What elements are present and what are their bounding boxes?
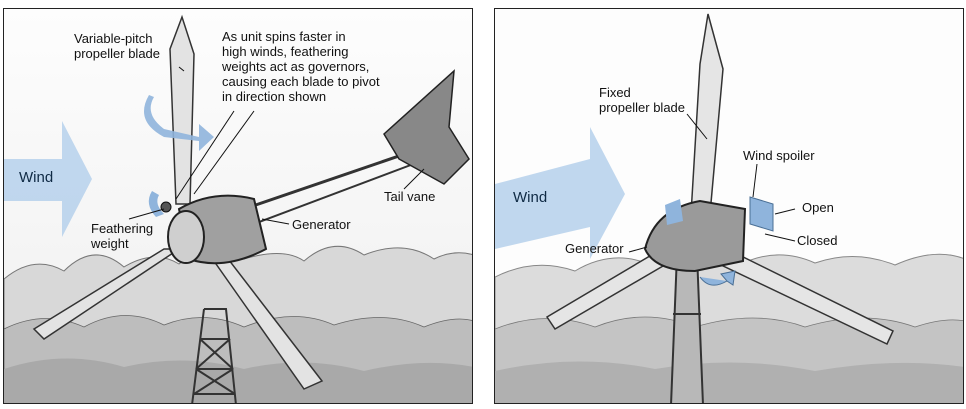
wind-spoiler-closed [665, 199, 683, 225]
feathering-weight-label: Feathering weight [91, 221, 154, 251]
variable-pitch-turbine-panel: Variable-pitch propeller blade As unit s… [3, 8, 473, 404]
rotation-arrow-upper [144, 95, 214, 151]
generator-label-right: Generator [565, 241, 624, 256]
fixed-pitch-turbine-panel: Fixed propeller blade Wind Wind spoiler … [494, 8, 964, 404]
variable-pitch-turbine-illustration [4, 9, 472, 403]
open-label: Open [802, 200, 834, 215]
wind-arrow [4, 121, 92, 237]
governor-note: As unit spins faster in high winds, feat… [222, 29, 380, 104]
wind-spoiler-open [749, 196, 774, 232]
tubular-tower [670, 253, 704, 403]
wind-spoiler-label: Wind spoiler [743, 148, 815, 163]
hub [167, 210, 205, 264]
wind-label-right: Wind [513, 189, 548, 206]
wind-label-left: Wind [19, 169, 54, 186]
fixed-blade-label: Fixed propeller blade [599, 85, 686, 115]
variable-pitch-blade-label: Variable-pitch propeller blade [74, 31, 161, 61]
wind-arrow [495, 127, 625, 259]
feathering-weight-ball [160, 201, 172, 213]
fixed-pitch-turbine-illustration [495, 9, 963, 403]
rotation-arrow [699, 270, 736, 286]
closed-label: Closed [797, 233, 838, 248]
generator-label-left: Generator [292, 217, 351, 232]
tail-vane-label: Tail vane [384, 189, 436, 204]
tail-vane [383, 69, 470, 185]
lattice-tower [191, 308, 237, 403]
